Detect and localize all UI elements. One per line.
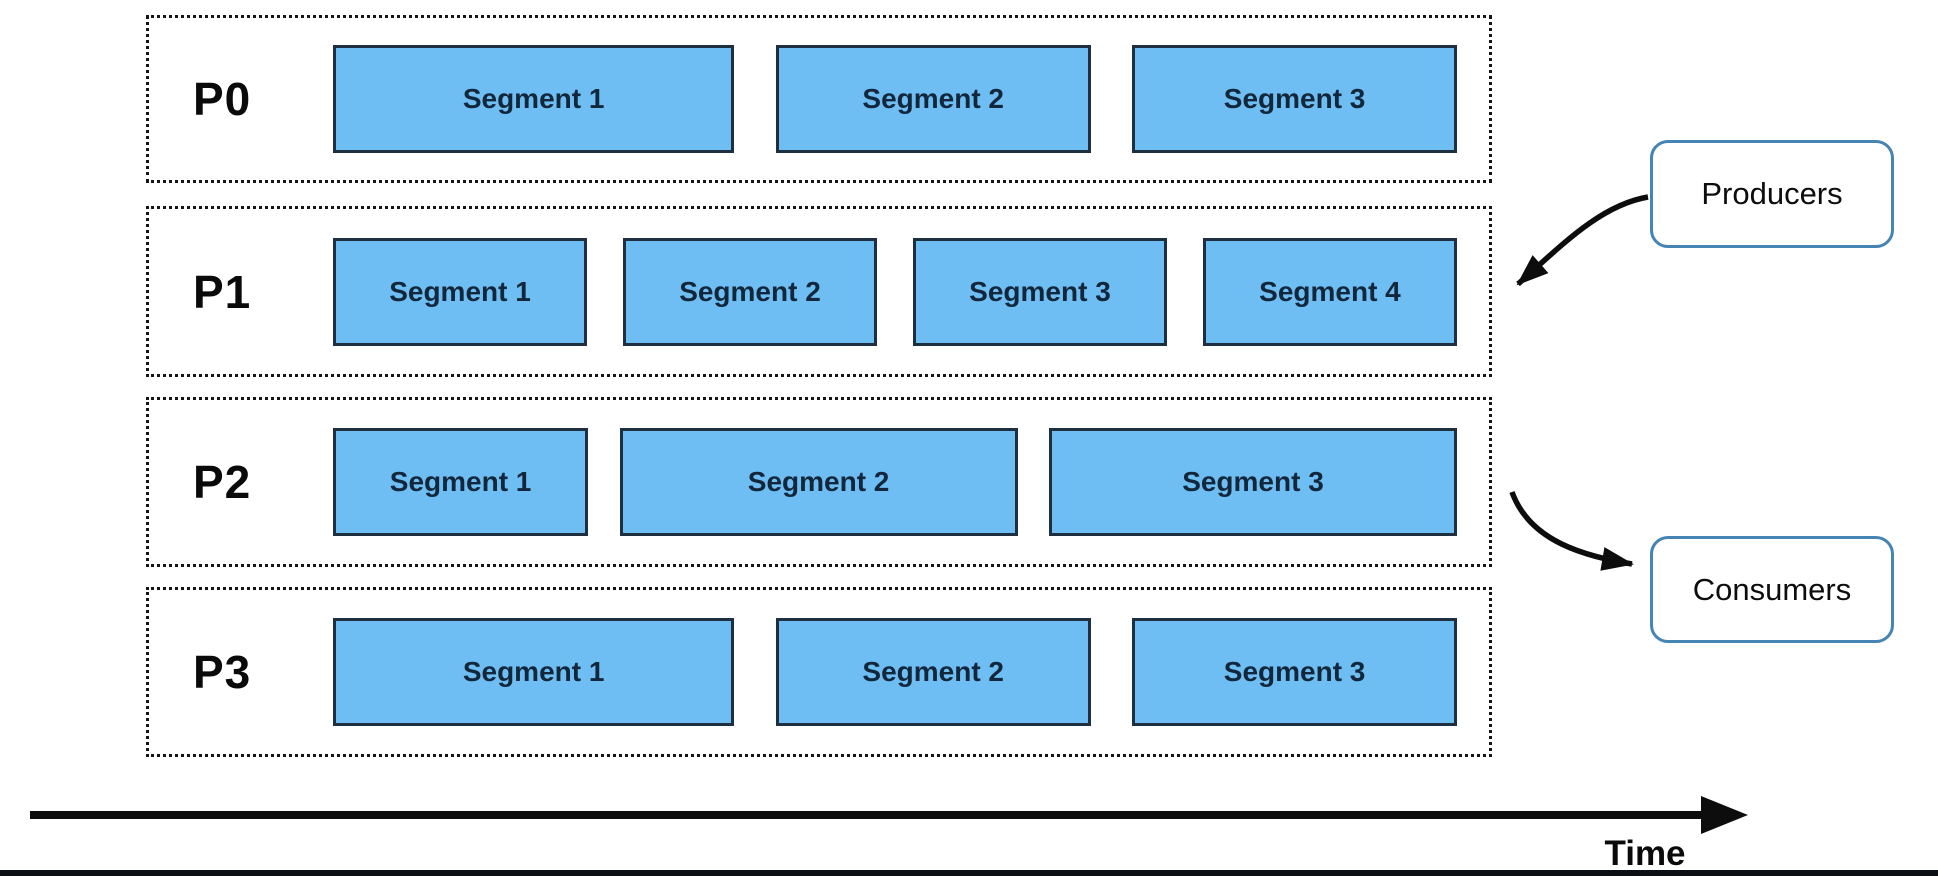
segments-track: Segment 1 Segment 2 Segment 3 Segment 4 <box>333 209 1457 374</box>
partition-row-p1: P1 Segment 1 Segment 2 Segment 3 Segment 4 <box>146 206 1492 377</box>
partition-row-p3: P3 Segment 1 Segment 2 Segment 3 <box>146 587 1492 757</box>
partition-row-p2: P2 Segment 1 Segment 2 Segment 3 <box>146 397 1492 567</box>
segment-box: Segment 3 <box>1132 618 1457 726</box>
consumers-box: Consumers <box>1650 536 1894 643</box>
partition-label: P3 <box>193 646 252 698</box>
producers-label: Producers <box>1701 176 1843 211</box>
partition-label: P2 <box>193 456 252 508</box>
partition-label: P1 <box>193 265 252 318</box>
segment-box: Segment 2 <box>619 428 1018 536</box>
segment-box: Segment 1 <box>333 45 735 153</box>
segment-box: Segment 3 <box>912 237 1167 346</box>
segment-box: Segment 1 <box>333 428 589 536</box>
segment-box: Segment 2 <box>622 237 877 346</box>
segments-track: Segment 1 Segment 2 Segment 3 <box>333 590 1457 754</box>
segment-box: Segment 2 <box>775 618 1091 726</box>
segment-box: Segment 2 <box>775 45 1091 153</box>
producers-box: Producers <box>1650 140 1894 248</box>
consumers-arrow <box>1509 491 1634 571</box>
partition-label: P0 <box>193 73 252 125</box>
producers-arrow <box>1516 194 1649 287</box>
segment-box: Segment 3 <box>1049 428 1457 536</box>
segment-box: Segment 4 <box>1202 237 1457 346</box>
bottom-edge-bar <box>0 870 1938 876</box>
consumers-label: Consumers <box>1692 571 1852 607</box>
segment-box: Segment 1 <box>333 237 588 346</box>
segments-track: Segment 1 Segment 2 Segment 3 <box>333 18 1457 180</box>
segment-box: Segment 1 <box>333 618 735 726</box>
segments-track: Segment 1 Segment 2 Segment 3 <box>333 400 1457 564</box>
time-axis-arrowhead <box>1701 796 1748 834</box>
segment-box: Segment 3 <box>1132 45 1457 153</box>
time-axis-label: Time <box>1604 834 1686 873</box>
partition-row-p0: P0 Segment 1 Segment 2 Segment 3 <box>146 15 1492 183</box>
